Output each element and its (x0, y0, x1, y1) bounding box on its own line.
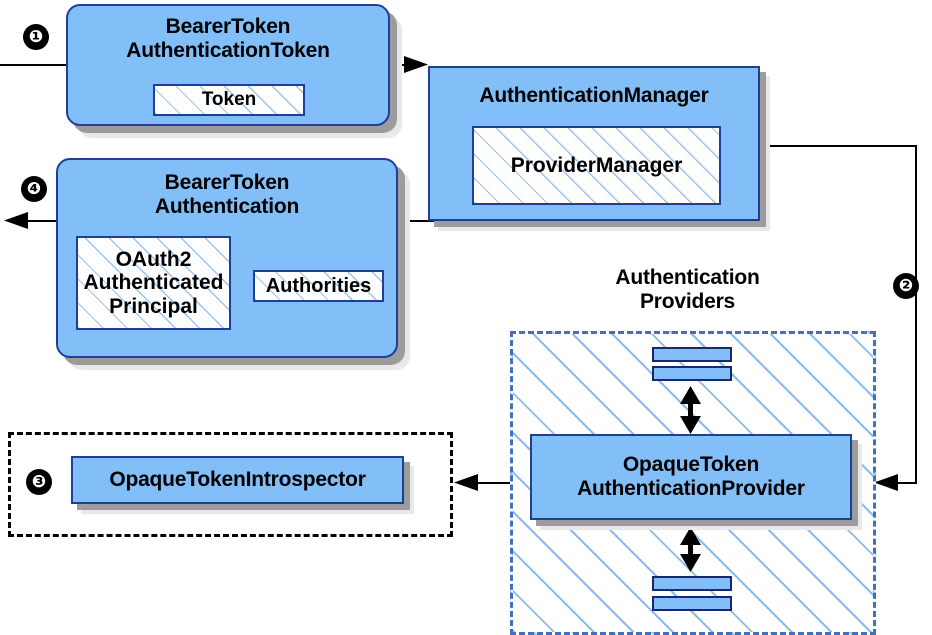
step-badge-4: ❹ (21, 176, 47, 202)
node-authentication-manager[interactable]: AuthenticationManager ProviderManager (428, 66, 760, 221)
node-title-label: OpaqueTokenIntrospector (109, 468, 366, 492)
node-opaque-token-authentication-provider[interactable]: OpaqueToken AuthenticationProvider (530, 434, 852, 520)
inner-provider-manager-label: ProviderManager (510, 153, 683, 177)
connector-manager-right (760, 145, 917, 147)
inner-oauth2-authenticated-principal-box[interactable]: OAuth2 Authenticated Principal (76, 236, 231, 330)
node-title: OpaqueTokenIntrospector (109, 468, 366, 492)
provider-stack-bar-top-2 (652, 366, 732, 381)
connector-inbound-token (0, 64, 72, 66)
inner-token-box[interactable]: Token (153, 84, 305, 116)
node-title: OpaqueToken AuthenticationProvider (577, 453, 805, 500)
node-title: BearerToken Authentication (155, 171, 299, 218)
node-title-line-1: OpaqueToken (622, 453, 760, 477)
node-opaque-token-introspector[interactable]: OpaqueTokenIntrospector (71, 456, 404, 504)
provider-stack-bar-top-1 (652, 347, 732, 362)
provider-stack-bar-bottom-2 (652, 596, 732, 611)
authentication-providers-label-line-2: Providers (639, 289, 736, 313)
node-title-line-1: BearerToken (165, 15, 291, 38)
node-title-line-2: AuthenticationToken (126, 38, 330, 62)
node-title-line-1: BearerToken (164, 171, 290, 194)
node-title-label: AuthenticationManager (479, 84, 709, 107)
connector-outbound-auth (16, 220, 66, 222)
step-badge-1-label: ❶ (28, 26, 44, 47)
node-title-line-2: AuthenticationProvider (577, 477, 805, 500)
step-badge-2-label: ❷ (898, 275, 914, 296)
principal-line-3: Principal (109, 294, 198, 318)
step-badge-3: ❸ (26, 469, 52, 495)
node-title: BearerToken AuthenticationToken (126, 15, 330, 62)
authentication-providers-label: Authentication Providers (565, 266, 810, 313)
node-title-line-2: Authentication (154, 194, 300, 218)
step-badge-2: ❷ (893, 273, 919, 299)
inner-token-label: Token (201, 88, 257, 110)
node-bearer-token-authentication[interactable]: BearerToken Authentication OAuth2 Authen… (56, 158, 398, 358)
inner-authorities-label: Authorities (265, 275, 372, 297)
connector-token-to-manager (388, 64, 420, 66)
step-badge-4-label: ❹ (26, 178, 42, 199)
provider-stack-bar-bottom-1 (652, 576, 732, 591)
principal-line-1: OAuth2 (115, 248, 192, 272)
connector-rail-to-provider (880, 482, 917, 484)
authentication-providers-label-line-1: Authentication (615, 266, 760, 289)
inner-provider-manager-box[interactable]: ProviderManager (472, 126, 721, 205)
step-badge-1: ❶ (23, 24, 49, 50)
opaque-token-introspector-container (8, 432, 453, 537)
connector-right-rail (915, 145, 917, 483)
step-badge-3-label: ❸ (31, 471, 47, 492)
node-title: AuthenticationManager (479, 84, 708, 108)
inner-authorities-box[interactable]: Authorities (253, 270, 384, 302)
node-bearer-token-authentication-token[interactable]: BearerToken AuthenticationToken Token (66, 4, 390, 126)
connector-provider-to-introspector (468, 482, 530, 484)
connector-manager-to-bearer-auth (398, 220, 436, 222)
principal-line-2: Authenticated (83, 271, 224, 295)
